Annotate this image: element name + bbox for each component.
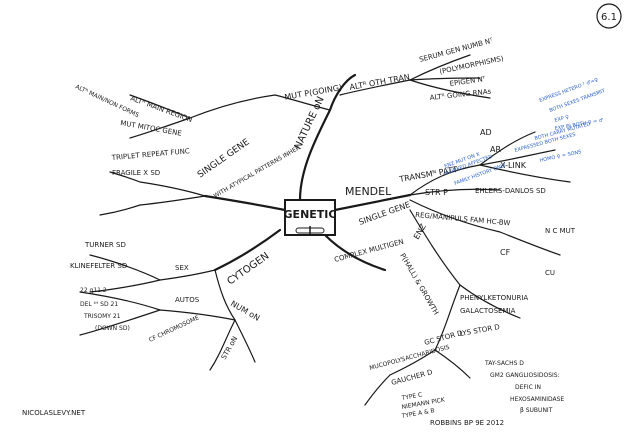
footer-right: ROBBINS BP 9E 2012 (430, 419, 504, 427)
gm2-label: GM2 GANGLIOSIDOSIS: (490, 372, 560, 379)
galact-label: GALACTOSEMIA (460, 307, 516, 315)
mendel-trunk-line (333, 193, 412, 212)
cytogen-trunk-line (213, 228, 282, 272)
xlink-label: X-LINK (500, 161, 527, 170)
autos-label: AUTOS (175, 296, 200, 304)
epigen-label: EPIGEN Nᵀ (449, 75, 486, 88)
ad-label: AD (480, 128, 492, 137)
blue-note-2: EXP ♀ (554, 114, 570, 124)
growth-label: P(HALL) & GROWTH (398, 252, 440, 316)
chromosome-icon (295, 226, 325, 235)
alt-main-region-label: ALTᴿ MAIN REGION (129, 94, 193, 124)
fragile-label: FRAGILE X SD (112, 169, 160, 177)
center-title: GENETIC (284, 208, 337, 221)
str-label: STR P (425, 188, 448, 197)
klinefelter-label: KLINEFELTER SD (70, 262, 127, 270)
del22-label: 22 q11.2 (80, 287, 107, 294)
beta-label: β SUBUNIT (520, 407, 553, 414)
phenyl-label: PHENYLKETONURIA (460, 294, 528, 302)
trisomy-label: TRISOMY 21 (83, 313, 121, 320)
page-number: 6.1 (601, 12, 617, 23)
lys-label: LYS STOR D (459, 323, 500, 338)
cytogen-label: CYTOGEN (225, 251, 271, 288)
tay-label: TAY-SACHS D (484, 360, 524, 367)
labels: 6.1 GENETIC NATURE oN MUT P(GOING) ALTᴿ … (22, 12, 617, 427)
hexo-label: HEXOSAMINIDASE (510, 396, 564, 403)
triplet-label: TRIPLET REPEAT FUNC (110, 147, 190, 162)
alt-label: ALTᴿ OTH TRAN (349, 72, 411, 91)
singlegene-left-line (203, 194, 287, 212)
alt-rna-label: ALTᴿ GOING RNAs (429, 88, 492, 102)
cu-label: CU (545, 269, 555, 277)
type-c-label: TYPE C (400, 391, 423, 402)
nc-label: N C MUT (545, 227, 576, 235)
cf-chrom-label: CF CHROMOSOME (148, 314, 201, 343)
footer-left: NICOLASLEVY.NET (22, 409, 86, 417)
ar-label: AR (490, 145, 501, 154)
down-label: (DOWN SD) (95, 325, 130, 332)
mucopoly-label: MUCOPOLYSACCHARIDOSIS (369, 344, 451, 372)
mendel-label: MENDEL (345, 185, 392, 198)
reg-label: REG/MANIPULS FAM HC-BW (415, 211, 511, 227)
complex-line (323, 233, 387, 272)
mut-mito-label: MUT MITOC GENE (120, 119, 183, 138)
ehlers-label: EHLERS-DANLOS SD (475, 187, 546, 195)
nature-label: NATURE oN (293, 95, 327, 151)
turner-label: TURNER SD (84, 241, 126, 249)
edwards-label: DEL ᵗᴴ SD 21 (80, 301, 118, 308)
deficiency-label: DEFIC IN (515, 384, 541, 391)
str-n-label: STR oN (220, 335, 240, 361)
polymorph-label: (POLYMORPHISMS) (439, 54, 505, 75)
twig-lines (79, 54, 571, 406)
page-number-circle (596, 3, 622, 29)
sex-label: SEX (175, 264, 189, 272)
single-gene-left-label: SINGLE GENE (196, 137, 252, 180)
cf-label: CF (500, 248, 511, 257)
enz-label: ENZ (412, 222, 428, 241)
